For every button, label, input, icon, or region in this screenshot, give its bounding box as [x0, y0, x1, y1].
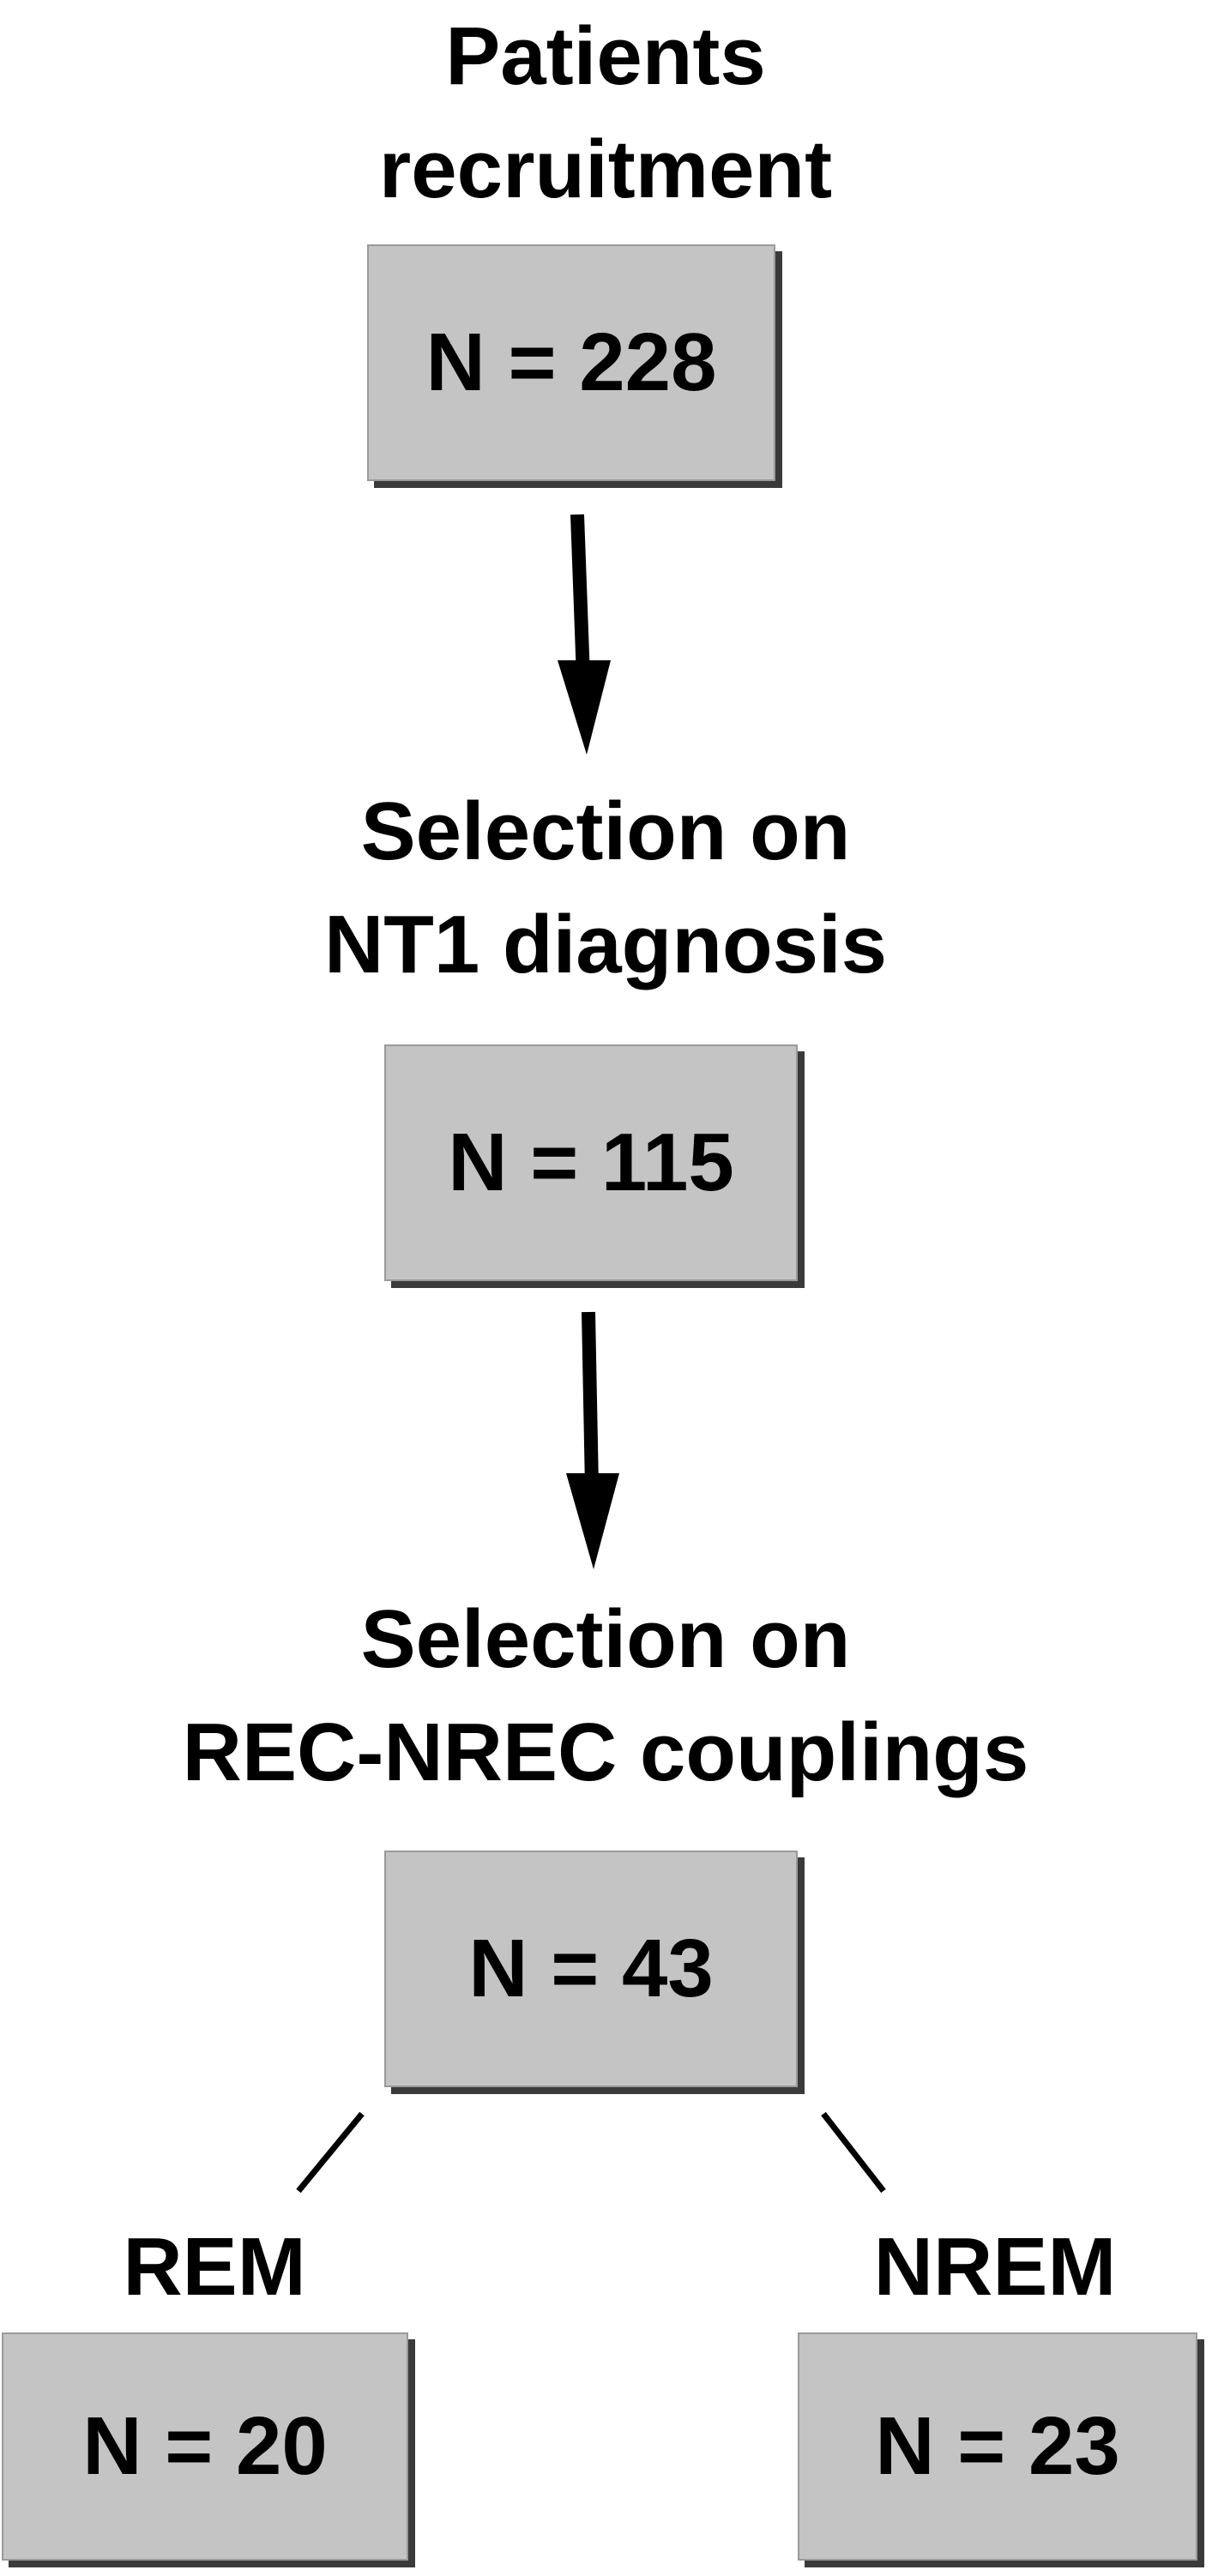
branch-line-right — [821, 2111, 886, 2194]
stage-1-title-line2: recruitment — [378, 123, 833, 215]
stage-1-title: Patients recruitment — [177, 0, 1034, 226]
branch-rem-title: REM — [123, 2221, 306, 2313]
stage-2-count: N = 115 — [448, 1116, 734, 1208]
stage-2-title-line2: NT1 diagnosis — [323, 899, 888, 990]
stage-3-count-box: N = 43 — [384, 1851, 798, 2087]
arrow-stage1-to-stage2 — [558, 514, 611, 755]
branch-nrem-count: N = 23 — [875, 2400, 1120, 2492]
branch-line-left — [296, 2111, 365, 2194]
stage-1-title-line1: Patients — [445, 10, 766, 102]
branch-rem-count-box: N = 20 — [2, 2332, 408, 2561]
stage-3-title-line2: REC-NREC couplings — [182, 1706, 1029, 1798]
stage-3-count: N = 43 — [468, 1923, 714, 2014]
stage-1-count-box: N = 228 — [367, 244, 775, 481]
stage-3-title-line1: Selection on — [360, 1593, 851, 1685]
branch-nrem-count-box: N = 23 — [798, 2332, 1197, 2561]
stage-3-title: Selection on REC-NREC couplings — [91, 1583, 1120, 1809]
stage-1-count: N = 228 — [425, 316, 717, 408]
stage-2-count-box: N = 115 — [384, 1044, 798, 1281]
stage-2-title: Selection on NT1 diagnosis — [177, 775, 1034, 1002]
stage-2-title-line1: Selection on — [360, 785, 851, 877]
branch-rem-count: N = 20 — [82, 2400, 328, 2492]
branch-nrem-title: NREM — [873, 2221, 1117, 2313]
arrow-stage2-to-stage3 — [566, 1311, 619, 1569]
